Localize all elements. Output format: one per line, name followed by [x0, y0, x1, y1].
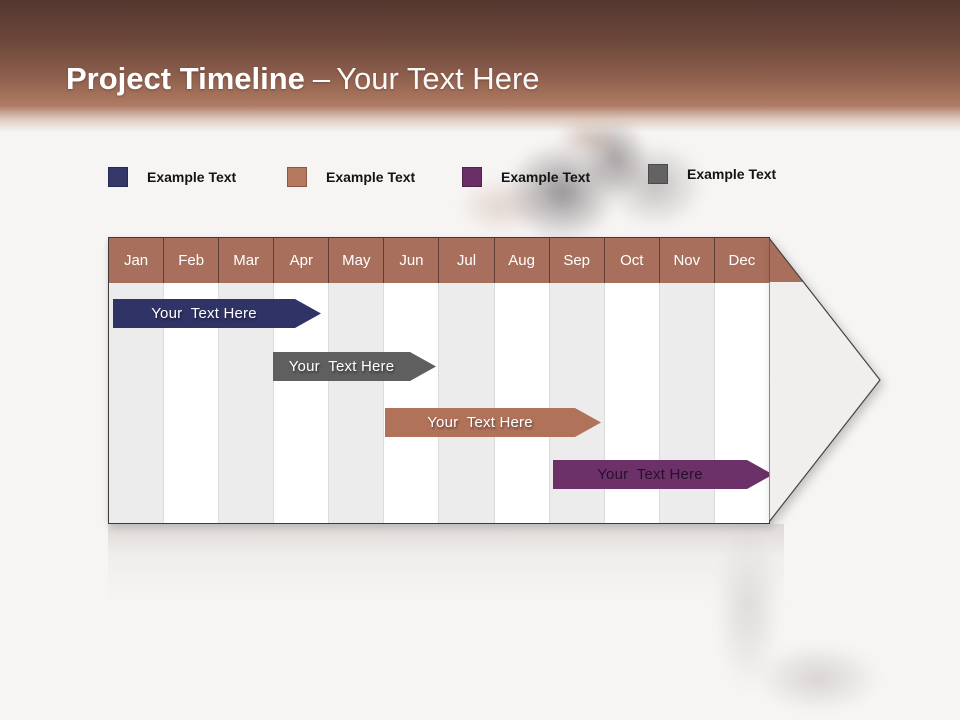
month-column	[329, 283, 385, 523]
month-header-cell: Nov	[659, 238, 715, 283]
title-banner: Project Timeline–Your Text Here	[0, 0, 960, 132]
legend-color-swatch	[287, 167, 307, 187]
month-column	[439, 283, 495, 523]
chart-reflection	[108, 524, 784, 604]
legend-item-label: Example Text	[147, 169, 237, 185]
month-column	[494, 283, 550, 523]
title-main: Project Timeline	[66, 61, 305, 96]
legend-item-label: Example Text	[501, 169, 591, 185]
month-header-cell: Sep	[549, 238, 605, 283]
month-header-cell: May	[329, 238, 385, 283]
timeline-arrow-tip	[769, 237, 881, 523]
gantt-bar-label: Your Text Here	[151, 305, 257, 322]
month-header-cell: Dec	[714, 238, 769, 283]
month-header-cell: Jun	[384, 238, 440, 283]
month-header-cell: Mar	[219, 238, 275, 283]
gantt-bar[interactable]: Your Text Here	[113, 299, 321, 328]
legend-item[interactable]: Example Text	[287, 167, 415, 187]
gantt-bar[interactable]: Your Text Here	[553, 460, 773, 489]
month-header-cell: Aug	[494, 238, 550, 283]
gantt-bar-label: Your Text Here	[427, 414, 533, 431]
legend-color-swatch	[462, 167, 482, 187]
gantt-bar-label: Your Text Here	[597, 466, 703, 483]
page-title: Project Timeline–Your Text Here	[66, 60, 540, 97]
legend-item[interactable]: Example Text	[648, 164, 776, 184]
legend-color-swatch	[648, 164, 668, 184]
gantt-bar-label: Your Text Here	[288, 358, 395, 375]
month-header-cell: Apr	[274, 238, 330, 283]
month-header-cell: Feb	[164, 238, 220, 283]
month-header-cell: Oct	[604, 238, 660, 283]
legend-item-label: Example Text	[687, 166, 777, 182]
gantt-bar[interactable]: Your Text Here	[385, 408, 601, 437]
gantt-bar[interactable]: Your Text Here	[273, 352, 436, 381]
legend-item[interactable]: Example Text	[462, 167, 590, 187]
month-header-cell: Jul	[439, 238, 495, 283]
title-separator: –	[312, 61, 331, 96]
legend-item[interactable]: Example Text	[108, 167, 236, 187]
month-column	[384, 283, 440, 523]
title-subtitle: Your Text Here	[336, 61, 540, 96]
legend-color-swatch	[108, 167, 128, 187]
month-header-cell: Jan	[109, 238, 165, 283]
legend-item-label: Example Text	[326, 169, 416, 185]
